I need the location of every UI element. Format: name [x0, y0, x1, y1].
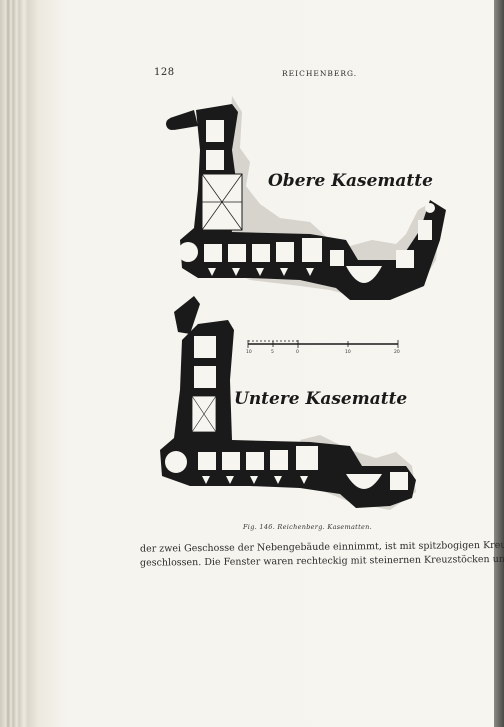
scale-tick-label: 10	[246, 349, 252, 355]
binding-shadow	[494, 0, 504, 727]
scale-bar: 10 5 0 10 20	[246, 340, 400, 355]
lower-casemate-plan	[160, 296, 416, 510]
label-lower-casemate: Untere Kasematte	[234, 389, 407, 409]
running-title: REICHENBERG.	[282, 69, 358, 78]
book-page	[38, 0, 496, 727]
scale-tick-label: 20	[394, 349, 400, 355]
casemate-floor-plan: Obere Kasematte 10 5 0 10 20 Untere Kase…	[160, 96, 446, 510]
upper-casemate-plan	[166, 96, 446, 300]
scale-tick-label: 0	[296, 349, 299, 355]
scale-tick-label: 10	[345, 349, 351, 355]
scale-tick-label: 5	[271, 349, 274, 355]
label-upper-casemate: Obere Kasematte	[268, 171, 433, 191]
page-edges-stack	[0, 0, 40, 727]
page-number: 128	[154, 67, 175, 78]
figure-caption: Fig. 146. Reichenberg. Kasematten.	[243, 523, 372, 531]
